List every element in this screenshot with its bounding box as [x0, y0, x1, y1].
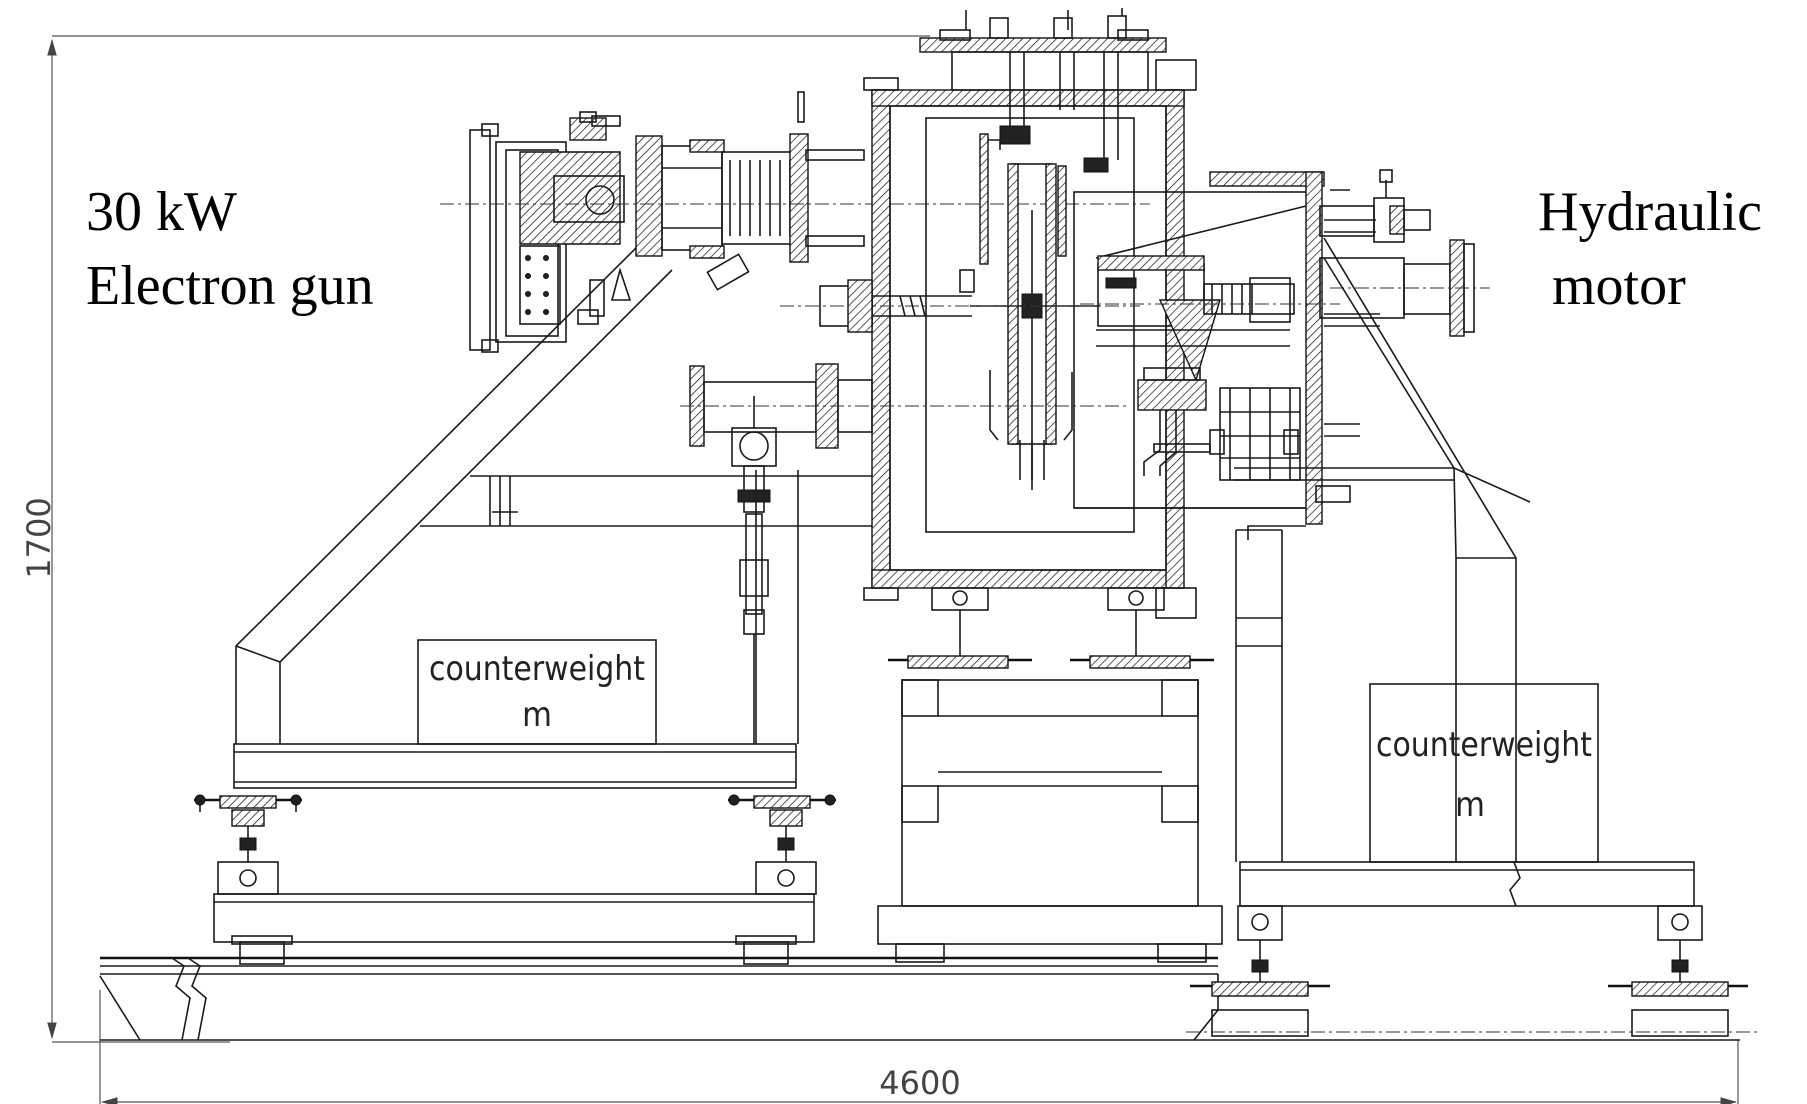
side-port [680, 363, 1130, 744]
electron-gun-label-line2: Electron gun [86, 255, 374, 317]
counterweight-left: counterweight m [417, 639, 657, 745]
right-support-bolt-1 [1190, 905, 1330, 1037]
width-dimension-value: 4600 [879, 1064, 960, 1102]
left-support-bolt-2 [755, 809, 817, 895]
hydraulic-motor-label: Hydraulic motor [1538, 181, 1762, 317]
hydraulic-motor-label-line2: motor [1552, 255, 1686, 317]
counterweight-right-label: counterweight [1376, 725, 1592, 765]
vacuum-chamber [780, 8, 1197, 619]
electron-gun [440, 91, 1150, 353]
counterweight-left-mass: m [522, 695, 552, 735]
target-chamber [1073, 171, 1380, 540]
right-frame [1234, 237, 1531, 862]
left-carriage [194, 743, 836, 965]
ground-rail [99, 956, 1760, 1041]
center-stand [877, 587, 1223, 963]
right-carriage [1190, 861, 1748, 1037]
left-jack-2 [728, 794, 836, 809]
height-dimension-value: 1700 [20, 497, 58, 578]
left-support-bolt-1 [217, 809, 279, 895]
left-frame [235, 239, 880, 744]
height-dimension: 1700 [20, 35, 930, 1043]
left-jack-1 [194, 794, 302, 812]
width-dimension: 4600 [99, 990, 1739, 1104]
counterweight-right: counterweight m [1369, 683, 1599, 863]
electron-gun-label-line1: 30 kW [86, 181, 237, 243]
counterweight-left-label: counterweight [429, 649, 645, 689]
counterweight-right-mass: m [1455, 785, 1485, 825]
gun-control-dots [525, 255, 549, 315]
electron-gun-label: 30 kW Electron gun [86, 181, 374, 317]
right-support-bolt-2 [1608, 905, 1748, 1037]
hydraulic-motor [1319, 169, 1490, 337]
hydraulic-motor-label-line1: Hydraulic [1538, 181, 1762, 243]
